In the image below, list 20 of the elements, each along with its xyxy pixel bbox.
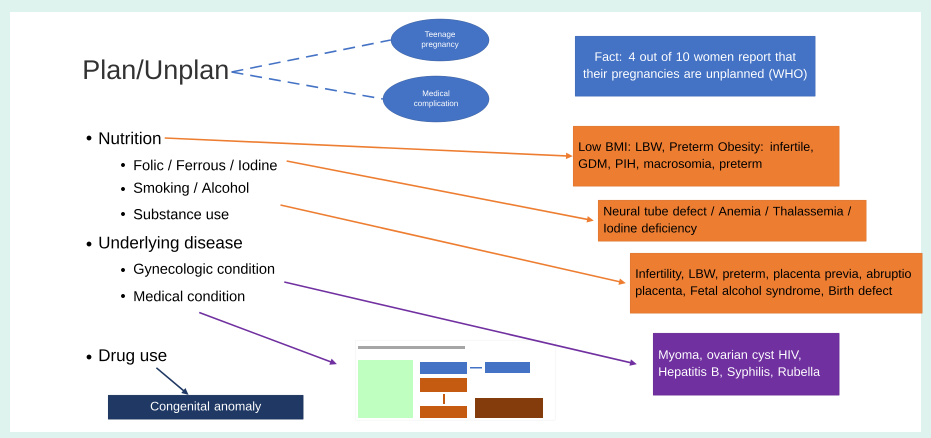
bullet-item: Gynecologic condition <box>121 263 274 277</box>
bullet-item: Substance use <box>121 208 228 220</box>
text-box: Myoma, ovarian cyst HIV, Hepatitis B, Syphilis, Rubella <box>653 333 840 396</box>
text-box: Low BMI: LBW, Preterm Obesity: infertile, GDM, PIH, macrosomia, preterm <box>573 126 840 186</box>
dashed-line <box>231 71 383 100</box>
bullet-item: Drug use <box>86 349 166 365</box>
bullet-item: Medical condition <box>121 290 244 302</box>
node-label: Nutrition <box>100 132 160 144</box>
text-box: Fact: 4 out of 10 women report that their pregnancies are unplanned (WHO) <box>575 36 816 96</box>
bullet-item: Nutrition <box>86 132 160 144</box>
heading: Plan/Unplan <box>84 59 228 85</box>
bullet-item: Smoking / Alcohol <box>121 182 248 196</box>
text-box: Infertility, LBW, preterm, placenta previa, abruptio placenta, Fetal alcohol syndrome, Birth defect <box>630 253 922 314</box>
text-box: Congenital anomaly <box>108 395 304 420</box>
node-label: Drug use <box>100 349 166 365</box>
bullet-item: Underlying disease <box>86 236 242 252</box>
text-box: Neural tube defect / Anemia / Thalassemia / Iodine deficiency <box>598 200 866 242</box>
bullet-item: Folic / Ferrous / Iodine <box>121 160 277 170</box>
picture <box>355 340 556 420</box>
dashed-line <box>231 39 391 73</box>
